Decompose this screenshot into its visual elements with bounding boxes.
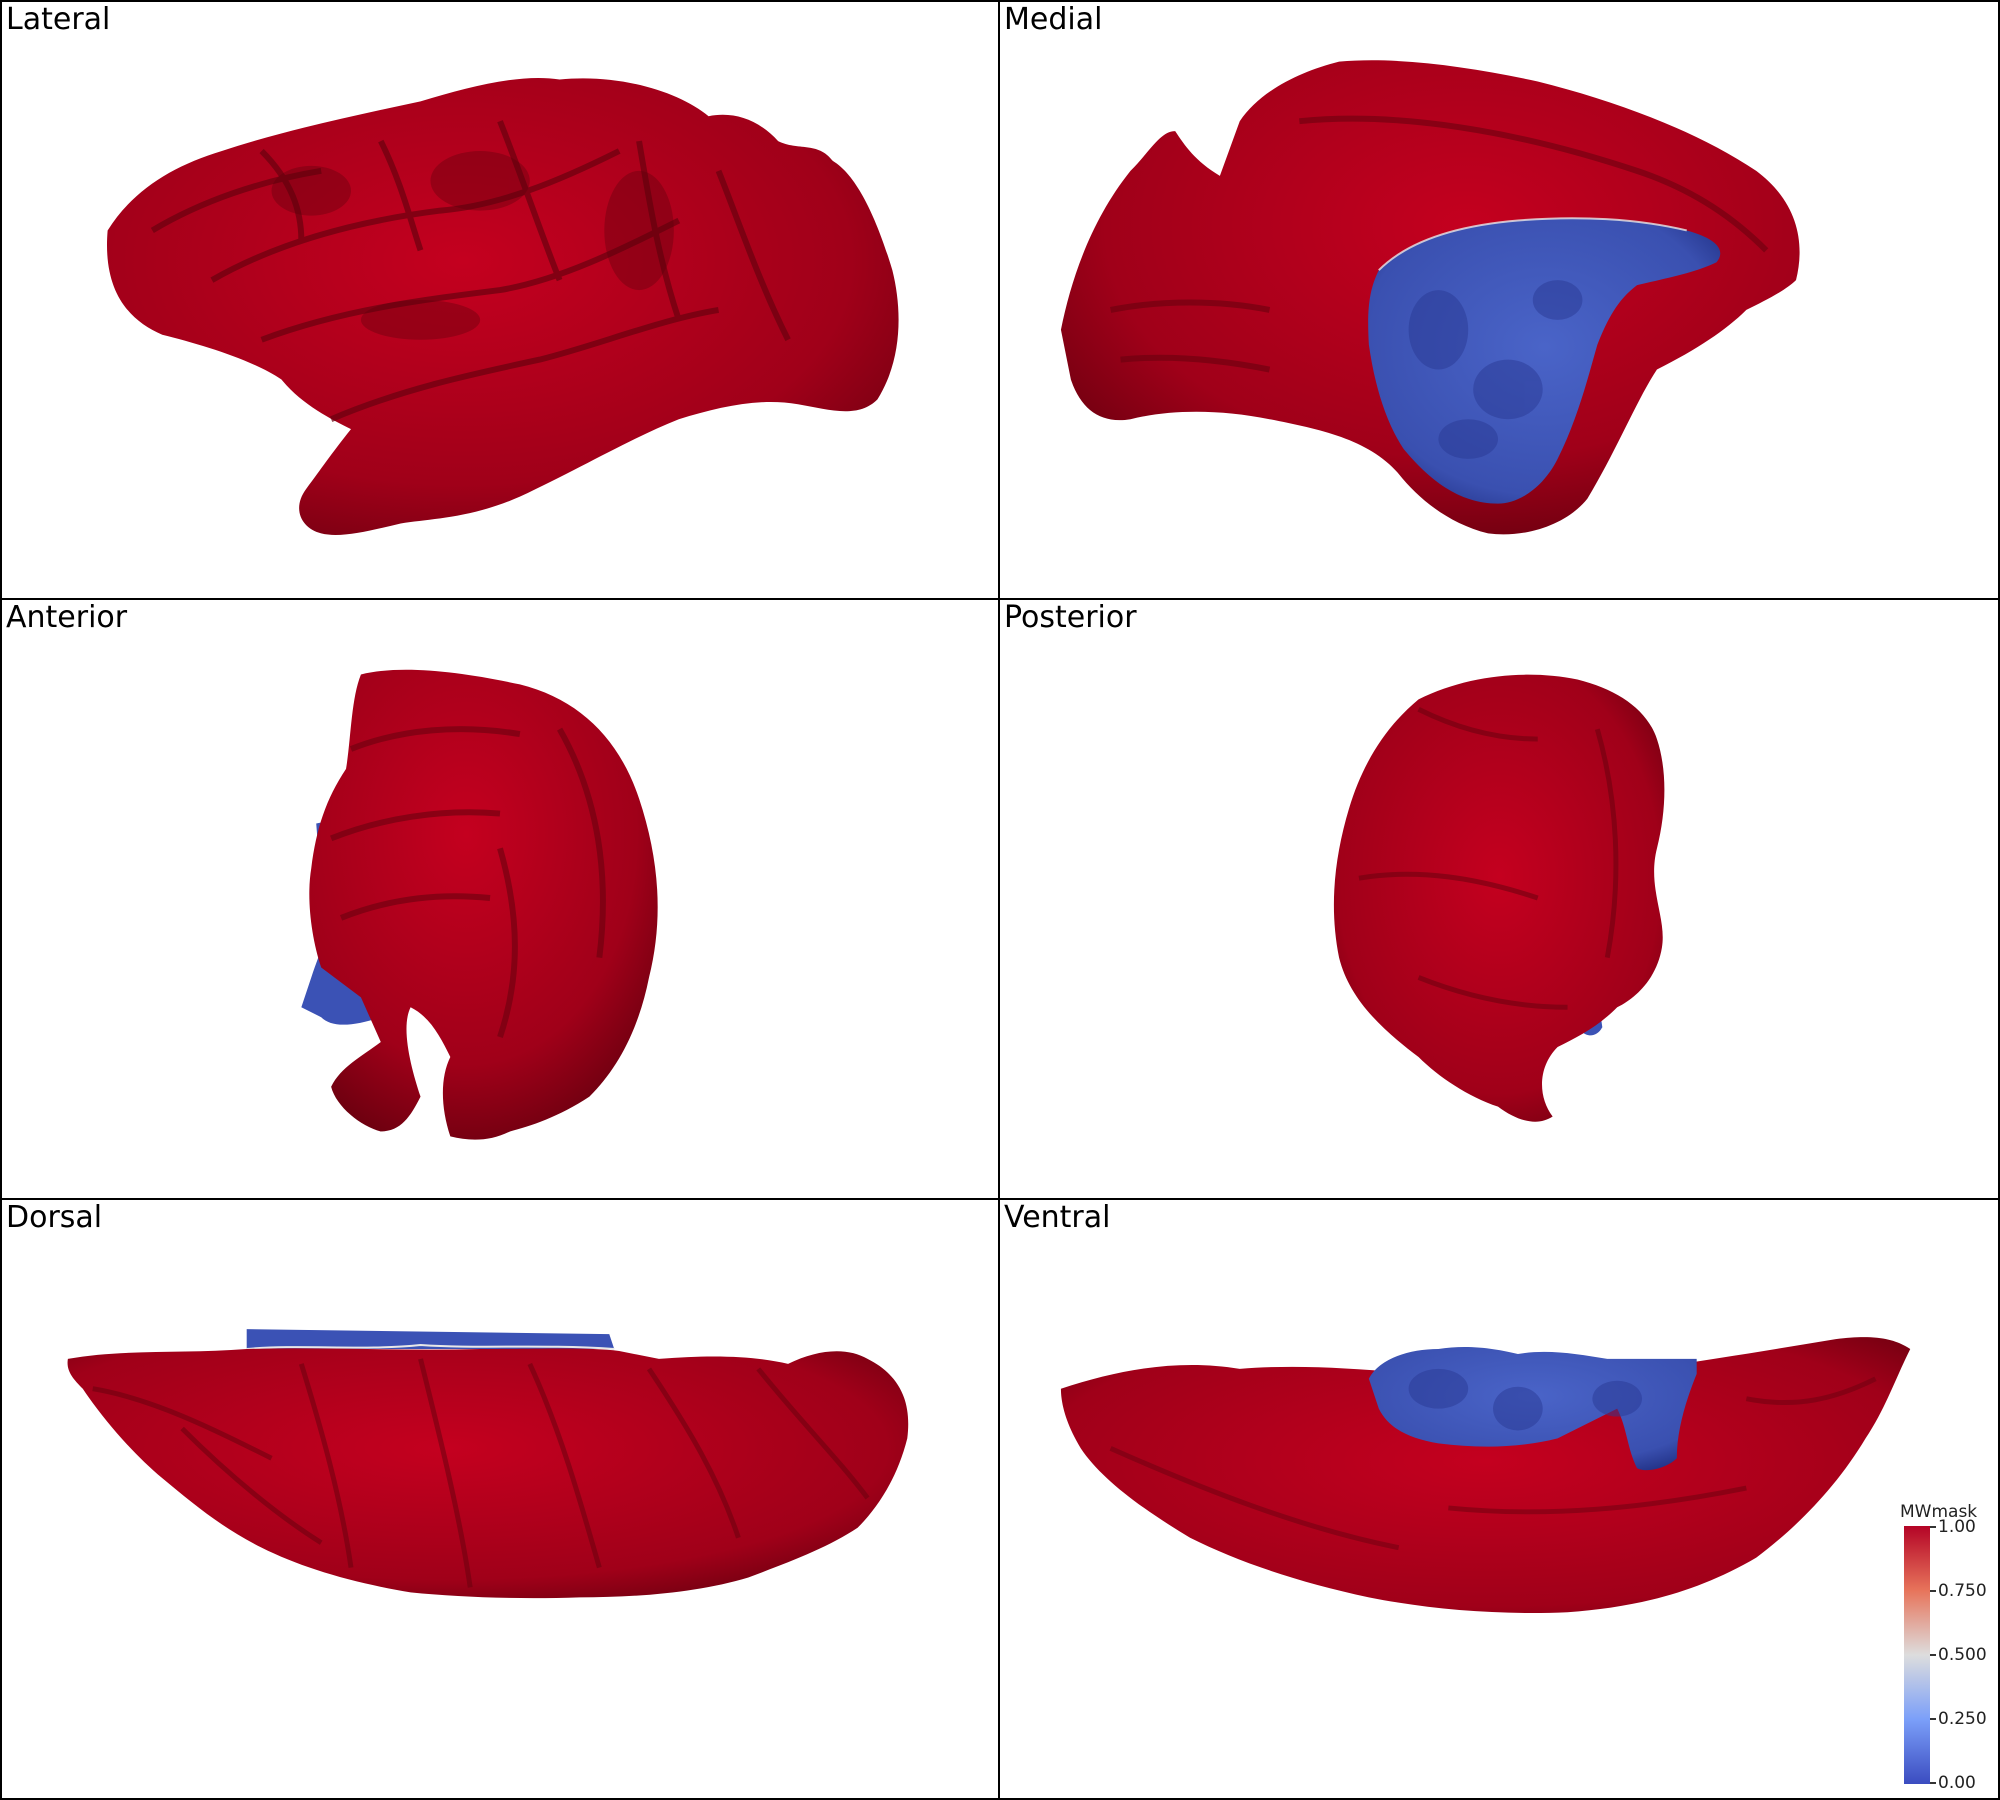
panel-label-medial: Medial <box>1004 2 1103 37</box>
posterior-brain-render <box>1333 674 1665 1122</box>
posterior-cortex-surface <box>1333 674 1665 1122</box>
colorbar-tick-mark <box>1930 1526 1936 1528</box>
dorsal-brain-render <box>67 1329 909 1599</box>
colorbar-tick-label: 1.00 <box>1938 1517 1976 1537</box>
medial-boundary-line <box>1378 217 1687 271</box>
panel-label-anterior: Anterior <box>6 600 128 635</box>
ventral-view-panel[interactable]: Ventral <box>998 1198 2000 1800</box>
colorbar-tick-mark <box>1930 1590 1936 1592</box>
medial-brain-render <box>1060 60 1800 535</box>
dorsal-boundary-line <box>246 1344 615 1350</box>
panel-label-lateral: Lateral <box>6 2 111 37</box>
dorsal-view-panel[interactable]: Dorsal <box>0 1198 1000 1800</box>
posterior-view-panel[interactable]: Posterior <box>998 598 2000 1200</box>
colorbar-tick-label: 0.00 <box>1938 1773 1976 1793</box>
anterior-cortex-surface <box>309 669 658 1140</box>
dorsal-blue-strip <box>246 1329 615 1350</box>
dorsal-cortex-surface <box>67 1348 909 1599</box>
medial-view-panel[interactable]: Medial <box>998 0 2000 600</box>
ventral-cortex-surface <box>1060 1337 1911 1614</box>
lateral-brain-render <box>107 77 899 535</box>
colorbar-tick-label: 0.250 <box>1938 1709 1987 1729</box>
colorbar-tick-mark <box>1930 1782 1936 1784</box>
anterior-brain-render <box>301 669 658 1140</box>
colorbar-legend: MWmask 1.00 0.750 0.500 0.250 0.00 <box>1898 1502 1998 1792</box>
lateral-view-panel[interactable]: Lateral <box>0 0 1000 600</box>
panel-label-ventral: Ventral <box>1004 1200 1111 1235</box>
colorbar-tick-mark <box>1930 1718 1936 1720</box>
panel-label-dorsal: Dorsal <box>6 1200 103 1235</box>
ventral-brain-render <box>1060 1337 1911 1614</box>
anterior-view-panel[interactable]: Anterior <box>0 598 1000 1200</box>
colorbar-title: MWmask <box>1900 1502 1978 1522</box>
lateral-cortex-surface <box>107 77 899 535</box>
colorbar-tick-label: 0.750 <box>1938 1581 1987 1601</box>
colorbar-tick-mark <box>1930 1654 1936 1656</box>
colorbar-tick-label: 0.500 <box>1938 1645 1987 1665</box>
colorbar-gradient <box>1904 1526 1930 1784</box>
panel-label-posterior: Posterior <box>1004 600 1137 635</box>
